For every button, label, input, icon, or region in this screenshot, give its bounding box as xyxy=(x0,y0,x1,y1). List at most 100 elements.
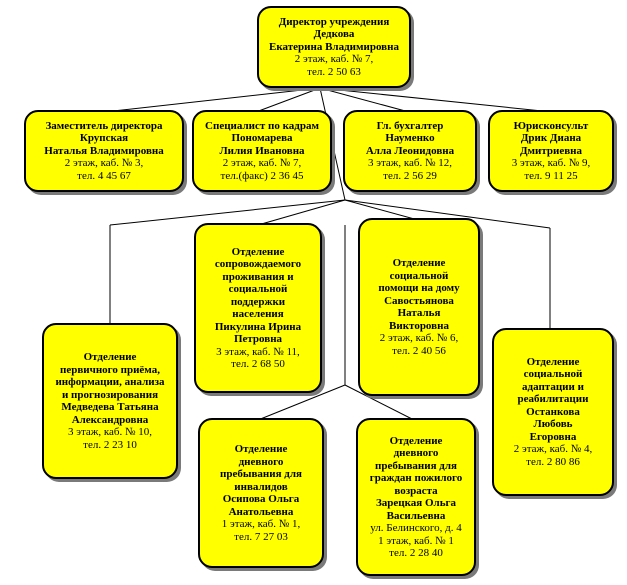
deputy-director-box: Заместитель директора Крупская Наталья В… xyxy=(24,110,184,192)
connector-to-supported-living xyxy=(257,199,346,226)
day-disabled-head: Осипова Ольга xyxy=(222,493,300,505)
primary-reception-head: Медведева Татьяна xyxy=(61,401,159,413)
accountant-phone: тел. 2 56 29 xyxy=(383,169,437,182)
home-help-line: помощи на дому xyxy=(378,282,460,294)
home-help-location: 2 этаж, каб. № 6, xyxy=(379,332,459,344)
director-name: Екатерина Владимировна xyxy=(269,40,399,53)
primary-reception-line: и прогнозирования xyxy=(61,388,159,401)
connector-to-day-disabled xyxy=(257,384,346,421)
adaptation-location: 2 этаж, каб. № 4, xyxy=(513,443,593,456)
connector-director-to-accountant xyxy=(319,87,410,113)
deputy-name: Наталья Владимировна xyxy=(44,144,164,157)
lawyer-location: 3 этаж, каб. № 9, xyxy=(511,157,591,170)
lawyer-title: Юрисконсульт xyxy=(513,119,589,132)
day-disabled-line: дневного xyxy=(238,455,284,468)
home-help-line: социальной xyxy=(389,269,449,282)
day-disabled-location: 1 этаж, каб. № 1, xyxy=(221,518,301,530)
primary-reception-location: 3 этаж, каб. № 10, xyxy=(67,426,153,438)
home-help-head: Савостьянова xyxy=(384,294,454,307)
primary-reception-line: первичного приёма, xyxy=(60,363,160,376)
home-help-line: Отделение xyxy=(392,257,446,269)
adaptation-line: реабилитации xyxy=(517,393,589,406)
adaptation-phone: тел. 2 80 86 xyxy=(526,455,580,468)
day-disabled-head: Анатольевна xyxy=(228,505,294,518)
day-disabled-line: Отделение xyxy=(234,443,288,455)
director-location: 2 этаж, каб. № 7, xyxy=(294,53,374,66)
day-elderly-address: ул. Белинского, д. 4 xyxy=(370,522,462,534)
day-elderly-location: 1 этаж, каб. № 1 xyxy=(378,534,454,547)
primary-reception-department-box: Отделение первичного приёма, информации,… xyxy=(42,323,178,479)
day-elderly-line: Отделение xyxy=(389,434,443,447)
supported-living-location: 3 этаж, каб. № 11, xyxy=(216,345,300,358)
hr-specialist-box: Специалист по кадрам Пономарева Лилия Ив… xyxy=(192,110,332,192)
hr-location: 2 этаж, каб. № 7, xyxy=(222,157,302,170)
adaptation-line: Отделение xyxy=(526,355,580,368)
director-phone: тел. 2 50 63 xyxy=(307,65,361,78)
connector-director-to-hr xyxy=(255,87,321,113)
supported-living-phone: тел. 2 68 50 xyxy=(231,358,285,370)
adaptation-department-box: Отделение социальной адаптации и реабили… xyxy=(492,328,614,496)
day-elderly-line: возраста xyxy=(394,484,438,497)
supported-living-line: населения xyxy=(232,308,284,320)
hr-title: Специалист по кадрам xyxy=(205,119,319,132)
supported-living-line: поддержки xyxy=(230,295,286,308)
day-elderly-line: пребывания для xyxy=(375,459,457,472)
connector-to-day-elderly xyxy=(344,384,415,421)
supported-living-line: социальной xyxy=(228,283,288,295)
adaptation-head: Любовь xyxy=(533,418,573,431)
deputy-title: Заместитель директора xyxy=(45,119,163,132)
home-help-head: Викторовна xyxy=(389,319,449,332)
deputy-location: 2 этаж, каб. № 3, xyxy=(64,157,144,170)
lawyer-surname: Дрик Диана xyxy=(520,132,582,145)
connector-director-to-lawyer xyxy=(319,87,553,113)
day-stay-disabled-department-box: Отделение дневного пребывания для инвали… xyxy=(198,418,324,568)
accountant-name: Алла Леонидовна xyxy=(365,144,455,157)
home-help-head: Наталья xyxy=(397,307,441,319)
connector-director-to-deputy xyxy=(103,87,321,113)
day-elderly-head: Зарецкая Ольга xyxy=(375,497,457,509)
supported-living-line: Отделение xyxy=(231,245,285,258)
day-disabled-line: инвалидов xyxy=(234,480,288,493)
director-surname: Дедкова xyxy=(313,28,355,41)
day-stay-elderly-department-box: Отделение дневного пребывания для гражда… xyxy=(356,418,476,576)
deputy-surname: Крупская xyxy=(79,132,129,145)
day-elderly-phone: тел. 2 28 40 xyxy=(389,547,443,559)
primary-reception-head: Александровна xyxy=(71,413,149,426)
hr-surname: Пономарева xyxy=(231,132,293,145)
connector-to-home-help xyxy=(344,199,419,221)
day-disabled-line: пребывания для xyxy=(220,468,302,480)
day-elderly-head: Васильевна xyxy=(386,509,446,522)
connector-director-trunk xyxy=(319,87,346,201)
hr-phone: тел.(факс) 2 36 45 xyxy=(220,169,304,182)
supported-living-head: Петровна xyxy=(233,333,283,345)
supported-living-head: Пикулина Ирина xyxy=(214,320,302,333)
legal-advisor-box: Юрисконсульт Дрик Диана Дмитриевна 3 эта… xyxy=(488,110,614,192)
adaptation-line: социальной xyxy=(523,368,583,381)
accountant-title: Гл. бухгалтер xyxy=(376,119,444,132)
adaptation-head: Останкова xyxy=(526,405,580,418)
accountant-location: 3 этаж, каб. № 12, xyxy=(367,157,453,170)
primary-reception-line: информации, анализа xyxy=(55,376,165,388)
home-help-department-box: Отделение социальной помощи на дому Саво… xyxy=(358,218,480,396)
supported-living-line: сопровождаемого xyxy=(214,258,302,270)
lawyer-phone: тел. 9 11 25 xyxy=(524,169,578,182)
supported-living-department-box: Отделение сопровождаемого проживания и с… xyxy=(194,223,322,393)
director-box: Директор учреждения Дедкова Екатерина Вл… xyxy=(257,6,411,88)
primary-reception-line: Отделение xyxy=(83,351,137,363)
adaptation-head: Егоровна xyxy=(529,430,577,443)
supported-living-line: проживания и xyxy=(222,270,294,283)
home-help-phone: тел. 2 40 56 xyxy=(392,344,446,357)
connector-to-adaptation xyxy=(344,199,551,229)
day-disabled-phone: тел. 7 27 03 xyxy=(234,530,288,543)
primary-reception-phone: тел. 2 23 10 xyxy=(83,438,137,451)
lawyer-name: Дмитриевна xyxy=(519,144,583,157)
connector-to-primary-reception xyxy=(109,199,346,226)
adaptation-line: адаптации и xyxy=(522,380,584,393)
day-elderly-line: дневного xyxy=(393,447,439,459)
chief-accountant-box: Гл. бухгалтер Науменко Алла Леонидовна 3… xyxy=(343,110,477,192)
day-elderly-line: граждан пожилого xyxy=(369,472,463,484)
hr-name: Лилия Ивановна xyxy=(219,144,305,157)
accountant-surname: Науменко xyxy=(385,132,435,145)
deputy-phone: тел. 4 45 67 xyxy=(77,169,131,182)
